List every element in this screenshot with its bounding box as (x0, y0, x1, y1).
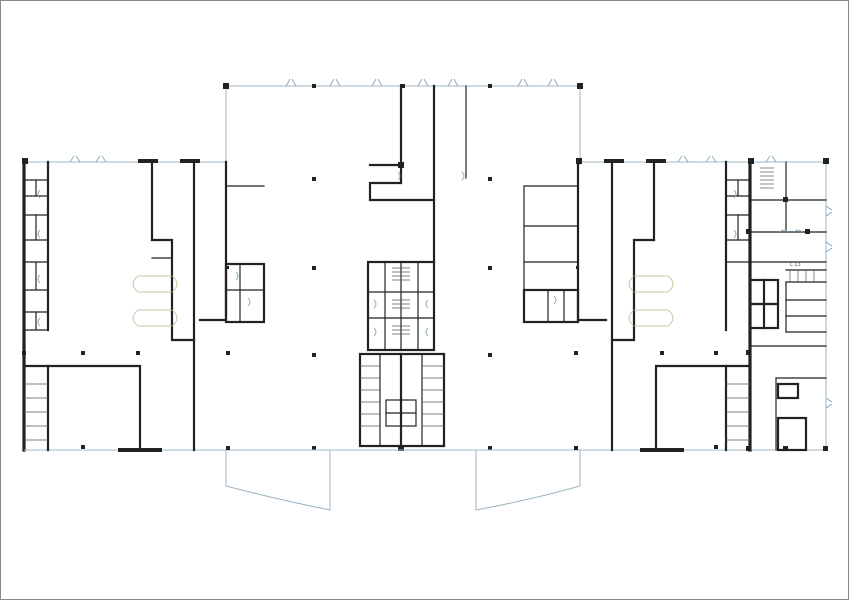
central-block (194, 78, 610, 511)
left-wing (22, 155, 266, 452)
misc-columns (226, 266, 579, 269)
room-label: L 13 (790, 262, 801, 268)
right-wing: L 13 (522, 155, 833, 452)
